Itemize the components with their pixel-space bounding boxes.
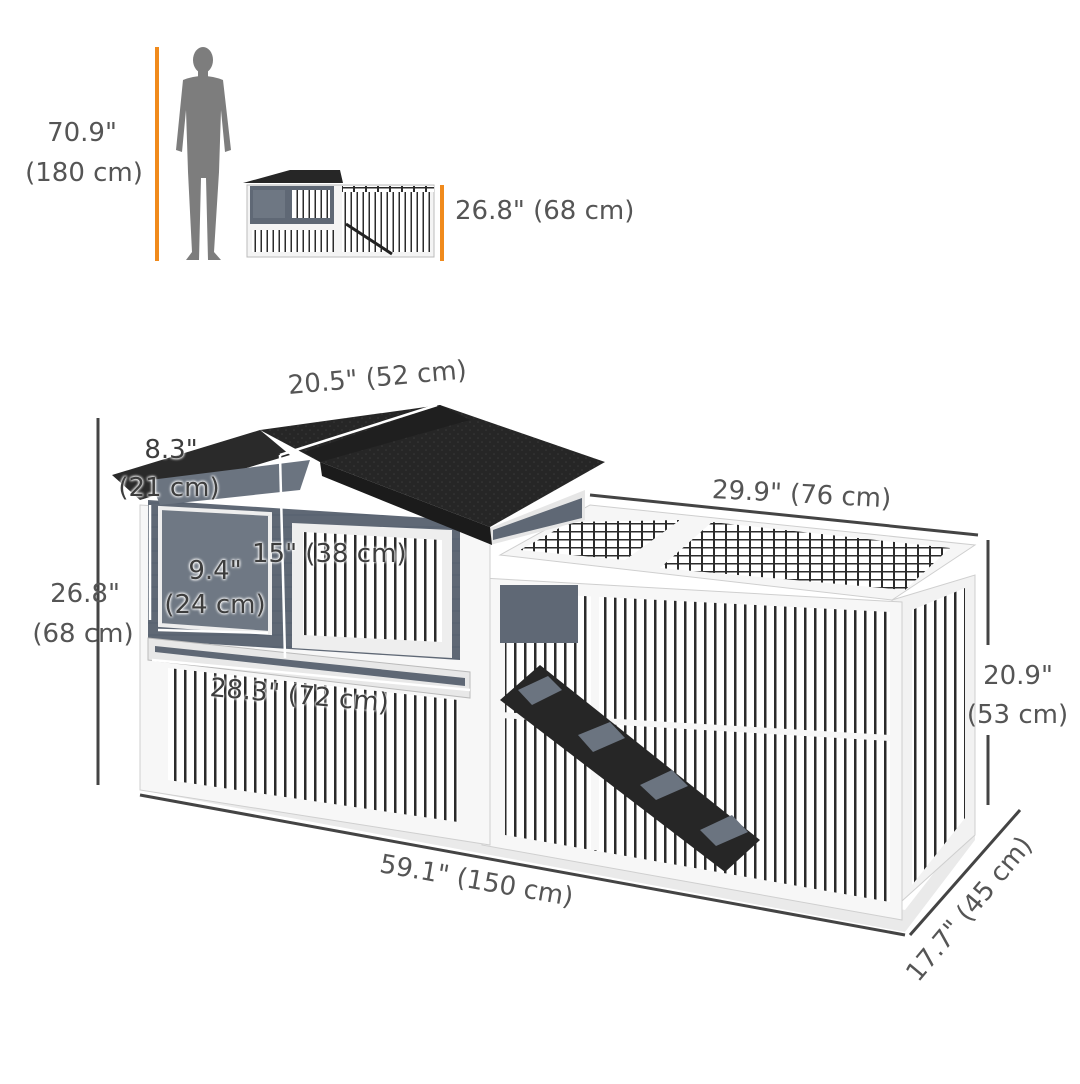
run-height-inches: 20.9": [983, 661, 1053, 691]
internal-dimension-lines: [148, 403, 471, 692]
upper-height-label: 15" (38 cm): [252, 539, 407, 569]
hutch-height-bar: [440, 185, 444, 261]
upper-height-line: [278, 454, 287, 659]
hutch-height-label: 26.8" (68 cm): [455, 196, 635, 226]
person-silhouette-icon: [176, 47, 231, 260]
overall-height-cm: (68 cm): [32, 619, 134, 649]
run-height-cm: (53 cm): [966, 700, 1069, 730]
scale-reference: [155, 47, 444, 261]
person-height-cm: (180 cm): [25, 158, 143, 188]
person-height-inches: 70.9": [47, 118, 117, 148]
run-length-line: [589, 493, 979, 537]
mini-hutch-icon: [243, 170, 435, 258]
roof: [112, 405, 605, 545]
door-width-cm: (24 cm): [164, 590, 266, 620]
depth-line: [908, 809, 1022, 936]
roof-eave-inches: 8.3": [144, 435, 198, 465]
overall-height-inches: 26.8": [50, 579, 120, 609]
dimension-lines: [96, 418, 1022, 937]
person-height-bar: [155, 47, 159, 261]
hutch-illustration: [112, 405, 977, 932]
total-length-line: [139, 793, 906, 937]
door-width-line: [157, 628, 269, 635]
ramp: [500, 665, 760, 872]
door-width-inches: 9.4": [188, 556, 242, 586]
roof-eave-cm: (21 cm): [118, 473, 220, 503]
roof-width-line: [279, 403, 438, 457]
house-width-line: [151, 658, 471, 692]
